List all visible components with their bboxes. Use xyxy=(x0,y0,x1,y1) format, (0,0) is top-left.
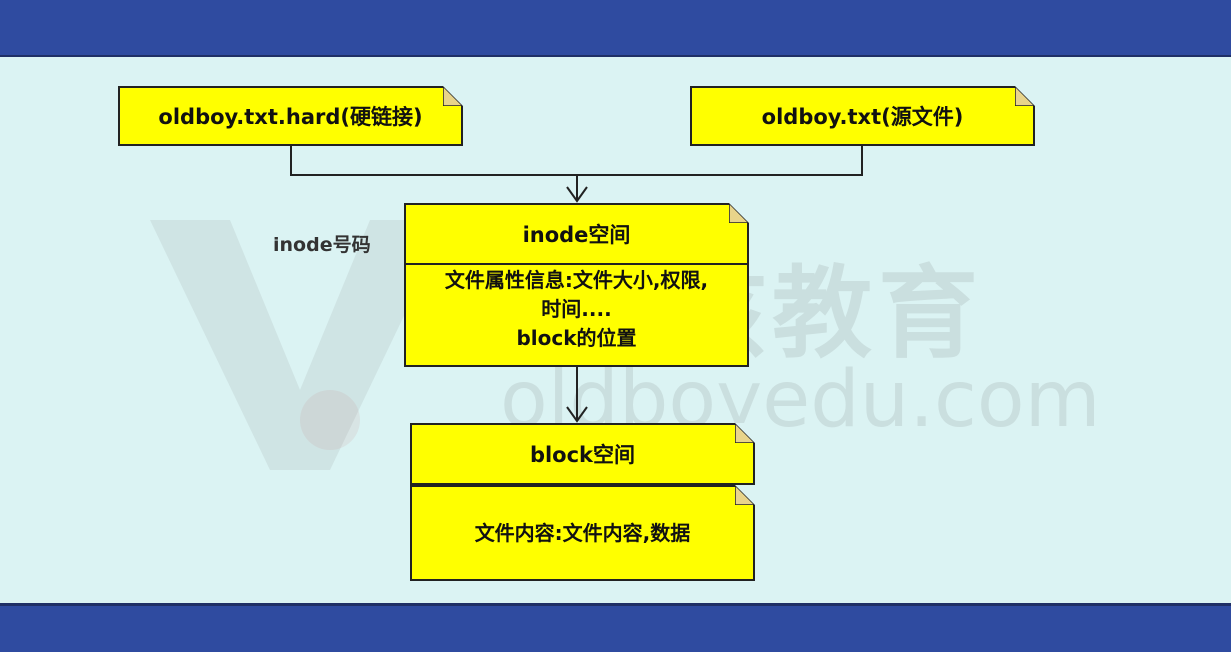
fold-corner-icon xyxy=(735,423,755,443)
inode-line: 时间.... xyxy=(541,297,612,321)
fold-corner-icon xyxy=(729,203,749,223)
inode-line: 文件属性信息:文件大小,权限, xyxy=(444,268,709,292)
source-file-note: oldboy.txt(源文件) xyxy=(690,86,1035,146)
top-bar xyxy=(0,0,1231,57)
block-content: 文件内容:文件内容,数据 xyxy=(474,520,691,545)
fold-corner-icon xyxy=(443,86,463,106)
inode-note: inode空间 文件属性信息:文件大小,权限, 时间.... block的位置 xyxy=(404,203,749,367)
block-title: block空间 xyxy=(529,443,636,467)
source-file-label: oldboy.txt(源文件) xyxy=(761,105,964,129)
arrowhead-block xyxy=(566,406,588,423)
inode-note-header: inode空间 xyxy=(406,205,747,265)
connector-right xyxy=(577,146,863,176)
fold-corner-icon xyxy=(735,485,755,505)
inode-line: block的位置 xyxy=(516,326,637,350)
inode-note-body: 文件属性信息:文件大小,权限, 时间.... block的位置 xyxy=(406,265,747,353)
hard-link-label: oldboy.txt.hard(硬链接) xyxy=(158,105,423,129)
fold-corner-icon xyxy=(1015,86,1035,106)
hard-link-note: oldboy.txt.hard(硬链接) xyxy=(118,86,463,146)
block-note-body: 文件内容:文件内容,数据 xyxy=(410,485,755,581)
bottom-bar xyxy=(0,603,1231,652)
inode-title: inode空间 xyxy=(522,223,631,247)
block-note-header: block空间 xyxy=(410,423,755,485)
inode-number-label: inode号码 xyxy=(273,234,371,256)
arrowhead-inode xyxy=(566,186,588,203)
connector-left xyxy=(290,146,577,176)
